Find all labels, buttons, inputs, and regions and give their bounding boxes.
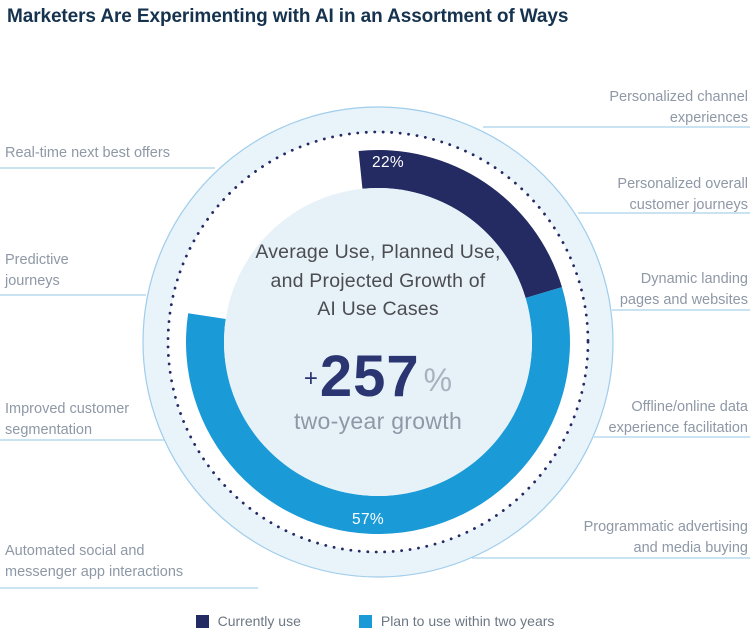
legend-item-currently-use: Currently use: [195, 613, 301, 629]
donut-arc-currently-use: [358, 149, 562, 298]
use-case-label-improved-segmentation: Improved customer segmentation: [5, 401, 130, 438]
use-case-label-real-time-offers: Real-time next best offers: [5, 145, 170, 161]
center-disk: [224, 188, 532, 496]
arc-value-currently-use: 22%: [372, 154, 404, 171]
use-case-label-dynamic-landing: Dynamic landing pages and websites: [619, 271, 748, 308]
growth-value: 257: [319, 343, 420, 409]
use-case-label-programmatic: Programmatic advertising and media buyin…: [583, 519, 748, 556]
dotted-circle: [166, 130, 590, 554]
use-case-label-automated-social: Automated social and messenger app inter…: [5, 543, 184, 580]
donut-arc-plan-to-use: [186, 287, 571, 534]
legend: Currently use Plan to use within two yea…: [0, 610, 750, 632]
growth-caption: two-year growth: [293, 408, 463, 434]
arc-value-plan-to-use: 57%: [352, 511, 384, 528]
use-case-label-personalized-overall: Personalized overall customer journeys: [617, 176, 748, 213]
plus-sign: +: [303, 365, 318, 392]
use-case-label-predictive-journeys: Predictive journeys: [5, 252, 69, 289]
chart-center-heading: Average Use, Planned Use, and Projected …: [255, 241, 501, 320]
legend-item-plan-to-use: Plan to use within two years: [358, 613, 555, 629]
percent-sign: %: [423, 361, 453, 398]
donut-arcs: [186, 149, 571, 534]
page-title: Marketers Are Experimenting with AI in a…: [7, 6, 569, 27]
leader-lines: [0, 126, 750, 589]
legend-label-plan-to-use: Plan to use within two years: [380, 613, 555, 629]
legend-swatch-navy: [195, 614, 209, 628]
legend-label-currently-use: Currently use: [217, 613, 301, 629]
growth-figure: + 257 %: [203, 343, 553, 409]
use-case-label-offline-online: Offline/online data experience facilitat…: [608, 399, 748, 436]
use-case-label-personalized-channel: Personalized channel experiences: [609, 89, 748, 126]
legend-swatch-blue: [358, 614, 372, 628]
